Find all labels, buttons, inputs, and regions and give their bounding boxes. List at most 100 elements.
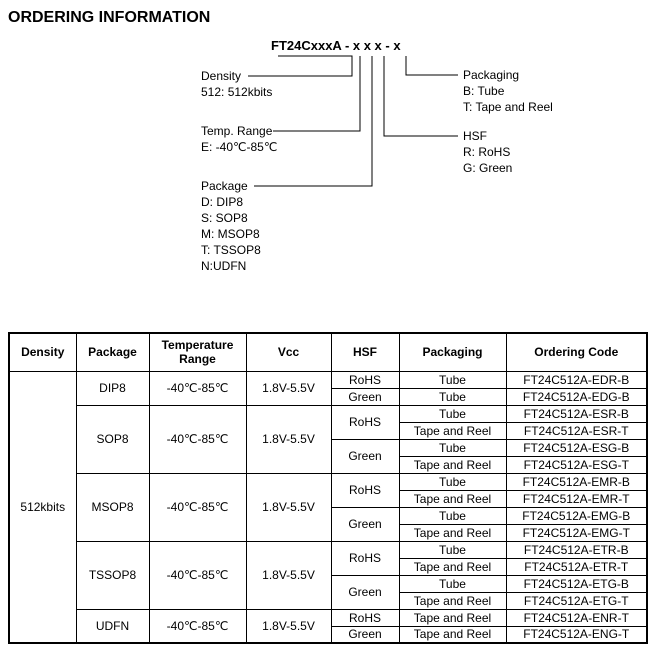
label-title: Packaging [463,68,520,82]
ordering-code-cell: FT24C512A-ESR-T [505,421,648,440]
packaging-cell: Tube [398,540,507,559]
hsf-cell: RoHS [330,540,400,576]
column-header: Density [8,332,77,372]
packaging-cell: Tape and Reel [398,421,507,440]
label-line: M: MSOP8 [201,227,260,241]
packaging-cell: Tape and Reel [398,489,507,508]
label-line: N:UDFN [201,259,247,273]
ordering-code-cell: FT24C512A-ESG-T [505,455,648,474]
packaging-cell: Tube [398,506,507,525]
ordering-code-cell: FT24C512A-ETR-B [505,540,648,559]
temp-range-cell: -40℃-85℃ [148,540,247,610]
ordering-code-cell: FT24C512A-ESG-B [505,438,648,457]
ordering-code-cell: FT24C512A-EMG-T [505,523,648,542]
hsf-cell: Green [330,387,400,406]
density-cell: 512kbits [8,370,77,644]
label-line: S: SOP8 [201,211,248,225]
temp-range-connector-line [273,56,361,132]
packaging-cell: Tube [398,370,507,389]
hsf-cell: Green [330,574,400,610]
diagram-label-package: Package D: DIP8 S: SOP8 M: MSOP8 T: TSSO… [201,178,261,274]
label-line: 512: 512kbits [201,85,273,99]
column-header: Temperature Range [148,332,247,372]
column-header: Vcc [245,332,332,372]
package-cell: SOP8 [75,404,150,474]
packaging-cell: Tube [398,387,507,406]
package-cell: MSOP8 [75,472,150,542]
part-number-diagram: FT24CxxxA - x x x - x Density 512: 512kb… [8,36,646,274]
diagram-label-hsf: HSF R: RoHS G: Green [463,128,512,176]
diagram-label-density: Density 512: 512kbits [201,68,272,100]
packaging-cell: Tape and Reel [398,557,507,576]
label-title: Temp. Range [201,124,273,138]
temp-range-cell: -40℃-85℃ [148,608,247,644]
label-line: R: RoHS [463,145,511,159]
diagram-label-packaging: Packaging B: Tube T: Tape and Reel [463,67,553,115]
ordering-code-cell: FT24C512A-ETR-T [505,557,648,576]
packaging-cell: Tube [398,404,507,423]
packaging-cell: Tape and Reel [398,455,507,474]
ordering-code-cell: FT24C512A-EMG-B [505,506,648,525]
packaging-cell: Tube [398,574,507,593]
temp-range-cell: -40℃-85℃ [148,370,247,406]
ordering-code-cell: FT24C512A-ENR-T [505,608,648,627]
ordering-code-cell: FT24C512A-ESR-B [505,404,648,423]
hsf-cell: Green [330,625,400,644]
label-line: T: Tape and Reel [463,100,553,114]
ordering-code-cell: FT24C512A-ETG-B [505,574,648,593]
hsf-cell: RoHS [330,370,400,389]
package-cell: UDFN [75,608,150,644]
label-line: B: Tube [463,84,505,98]
diagram-connector-lines [248,55,458,187]
hsf-cell: RoHS [330,404,400,440]
column-header: Packaging [398,332,507,372]
label-line: T: TSSOP8 [201,243,261,257]
packaging-cell: Tape and Reel [398,625,507,644]
label-title: HSF [463,129,487,143]
label-line: D: DIP8 [201,195,244,209]
label-title: Package [201,179,248,193]
page-title: ORDERING INFORMATION [8,9,211,26]
hsf-cell: Green [330,438,400,474]
diagram-label-temp-range: Temp. Range E: -40℃-85℃ [201,123,277,155]
hsf-cell: RoHS [330,608,400,627]
column-header: Ordering Code [505,332,648,372]
vcc-cell: 1.8V-5.5V [245,472,332,542]
label-title: Density [201,69,242,83]
packaging-cell: Tube [398,438,507,457]
hsf-cell: RoHS [330,472,400,508]
hsf-connector-line [383,56,458,137]
part-number: FT24CxxxA - x x x - x [271,38,401,53]
ordering-code-cell: FT24C512A-EDG-B [505,387,648,406]
ordering-code-cell: FT24C512A-ETG-T [505,591,648,610]
ordering-code-cell: FT24C512A-EMR-B [505,472,648,491]
column-header: HSF [330,332,400,372]
vcc-cell: 1.8V-5.5V [245,404,332,474]
vcc-cell: 1.8V-5.5V [245,370,332,406]
packaging-cell: Tape and Reel [398,608,507,627]
ordering-code-cell: FT24C512A-EMR-T [505,489,648,508]
ordering-code-cell: FT24C512A-EDR-B [505,370,648,389]
packaging-cell: Tape and Reel [398,591,507,610]
vcc-cell: 1.8V-5.5V [245,540,332,610]
column-header: Package [75,332,150,372]
package-connector-line [254,56,373,187]
label-line: G: Green [463,161,513,175]
